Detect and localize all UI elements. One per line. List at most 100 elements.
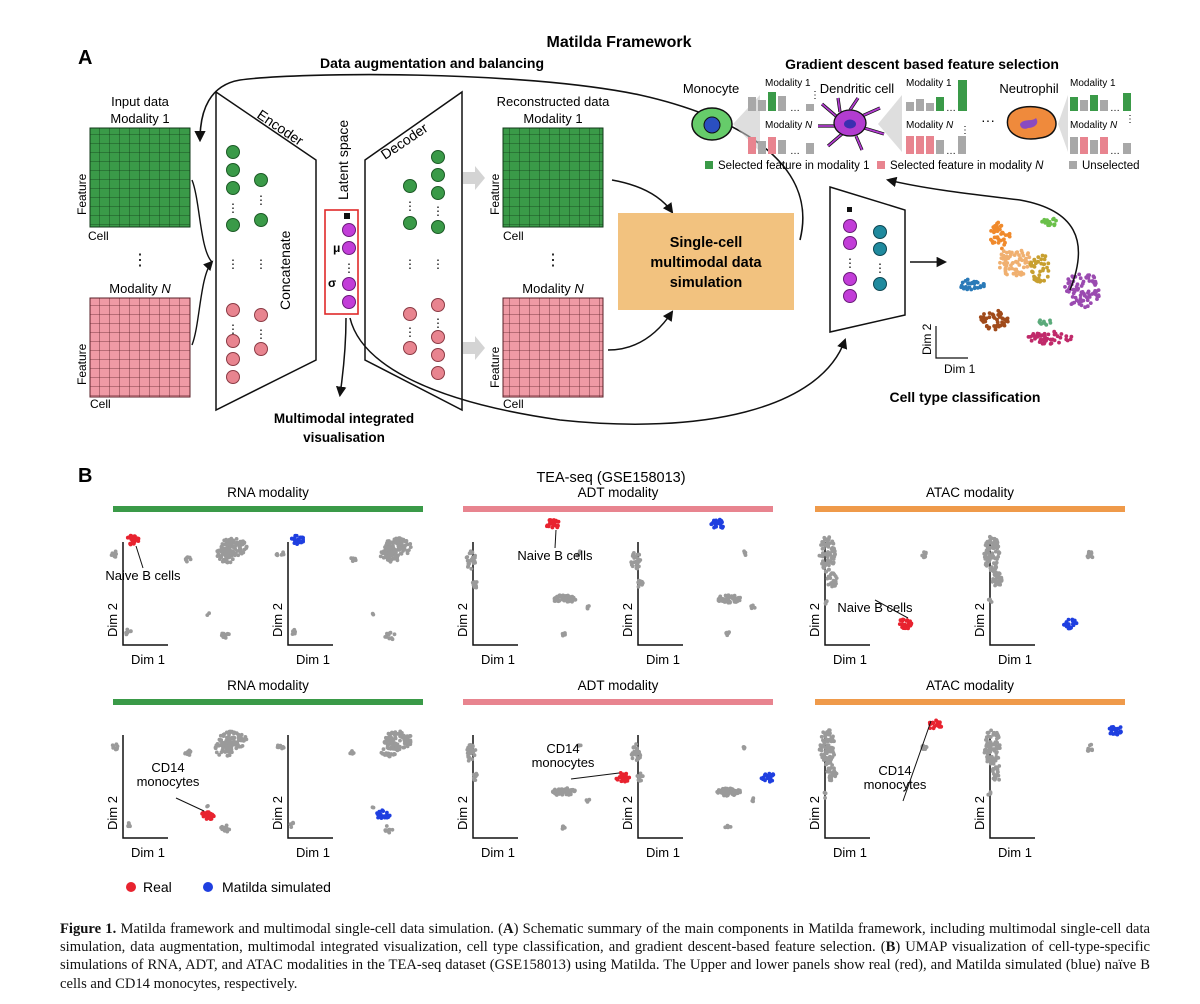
mu-label: μ	[333, 241, 340, 255]
umap-axes	[122, 735, 168, 839]
recon-ellipsis: ⋮	[545, 252, 561, 269]
umap-axes	[637, 542, 683, 646]
background-cluster	[825, 763, 839, 783]
background-cluster	[552, 593, 578, 604]
simulated-cells-cluster	[709, 517, 725, 530]
neutrophil-modality-n-label: Modality N	[1070, 120, 1118, 131]
simulated-cells-cluster	[759, 771, 776, 784]
recon-n-to-sim-arrow	[607, 310, 674, 351]
svg-text:⋮: ⋮	[404, 199, 416, 213]
input-modality-1-label: Modality 1	[110, 111, 169, 126]
background-cluster	[379, 740, 402, 759]
cell-type-cluster	[1040, 216, 1058, 228]
framework-title: Matilda Framework	[547, 34, 692, 51]
background-cluster	[716, 593, 742, 605]
input-data-title: Input data	[111, 94, 170, 109]
modality-title: ADT modality	[578, 485, 659, 500]
background-cluster	[742, 549, 748, 557]
cells-ellipsis: ···	[981, 112, 995, 128]
feature-label-input-1: Feature	[75, 173, 89, 215]
caption-label: Figure 1.	[60, 921, 117, 937]
cell-label-recon-n: Cell	[503, 397, 524, 411]
umap-axes	[824, 542, 870, 646]
real-cells-cluster	[200, 810, 216, 821]
background-cluster	[465, 743, 478, 763]
background-cluster	[205, 611, 212, 617]
umap-dim1: Dim 1	[131, 845, 165, 860]
real-cells-cluster	[897, 617, 914, 631]
neutrophil-modality-1-label: Modality 1	[1070, 78, 1116, 89]
figure-1: A Matilda Framework Data augmentation an…	[75, 34, 1140, 895]
background-cluster	[825, 571, 839, 589]
cell-type-annotation: Naive B cells	[105, 568, 181, 583]
svg-text:⋮: ⋮	[404, 257, 416, 271]
monocyte-icon	[691, 107, 733, 141]
classification-axes	[935, 326, 968, 359]
neutrophil-zoom-wedge	[1058, 95, 1068, 152]
recon-matrix-modality-n	[502, 297, 604, 398]
background-cluster	[348, 749, 356, 756]
cell-type-annotation-line-2: monocytes	[137, 774, 200, 789]
background-cluster	[920, 550, 928, 560]
legend-real: Real	[143, 879, 172, 895]
input-ellipsis: ⋮	[132, 252, 148, 269]
classifier-shape	[829, 185, 906, 333]
concatenate-label: Concatenate	[277, 230, 293, 310]
feature-label-input-n: Feature	[75, 343, 89, 385]
background-cluster	[205, 804, 210, 809]
modality-bar	[463, 699, 773, 705]
cell-type-cluster	[1026, 329, 1074, 346]
background-cluster	[110, 742, 120, 752]
decoder-nodes: ⋮ ⋮ ⋮ ⋮ ⋮ ⋮	[403, 150, 445, 380]
svg-text:⋮: ⋮	[432, 204, 444, 218]
modality-title: ATAC modality	[926, 485, 1014, 500]
legend-unselected: Unselected	[1082, 160, 1140, 172]
dataset-title: TEA-seq (GSE158013)	[536, 470, 685, 486]
background-cluster	[215, 546, 237, 565]
classification-umap	[959, 216, 1101, 346]
background-cluster	[470, 580, 479, 590]
background-cluster	[126, 821, 132, 829]
latent-nodes: ⋮	[342, 223, 356, 309]
background-cluster	[986, 597, 994, 604]
legend-real-dot	[126, 882, 136, 892]
umap-dim2: Dim 2	[455, 603, 470, 637]
umap-dim1: Dim 1	[481, 845, 515, 860]
umap-axes	[989, 735, 1035, 839]
background-cluster	[576, 743, 583, 748]
latent-space-label: Latent space	[335, 120, 351, 200]
umap-axes	[287, 542, 333, 646]
cell-monocyte-label: Monocyte	[683, 81, 739, 96]
background-cluster	[575, 549, 582, 558]
umap-axes	[287, 735, 333, 839]
simulated-cells-cluster	[1062, 617, 1079, 631]
background-cluster	[715, 786, 742, 798]
visualisation-line-1: Multimodal integrated	[274, 411, 414, 426]
background-cluster	[349, 556, 358, 563]
background-cluster	[817, 535, 837, 574]
svg-text:⋮: ⋮	[227, 257, 239, 271]
augmentation-arrow	[194, 73, 804, 241]
background-cluster	[635, 771, 645, 783]
real-cells-cluster	[927, 718, 944, 731]
svg-text:⋮: ⋮	[844, 256, 856, 270]
neutrophil-icon	[1006, 105, 1057, 140]
augmentation-label: Data augmentation and balancing	[320, 55, 544, 71]
recon-modality-1-label: Modality 1	[523, 111, 582, 126]
background-cluster	[1085, 549, 1095, 560]
umap-axes	[122, 542, 168, 646]
cell-type-annotation-line-2: monocytes	[864, 777, 927, 792]
cell-type-annotation: Naive B cells	[837, 600, 913, 615]
umap-dim1: Dim 1	[646, 845, 680, 860]
feature-selection-title: Gradient descent based feature selection	[785, 56, 1059, 72]
svg-text:…: …	[1110, 103, 1120, 114]
background-cluster	[288, 820, 296, 829]
decoder-to-recon-n-arrow	[463, 336, 485, 360]
background-cluster	[383, 824, 395, 835]
